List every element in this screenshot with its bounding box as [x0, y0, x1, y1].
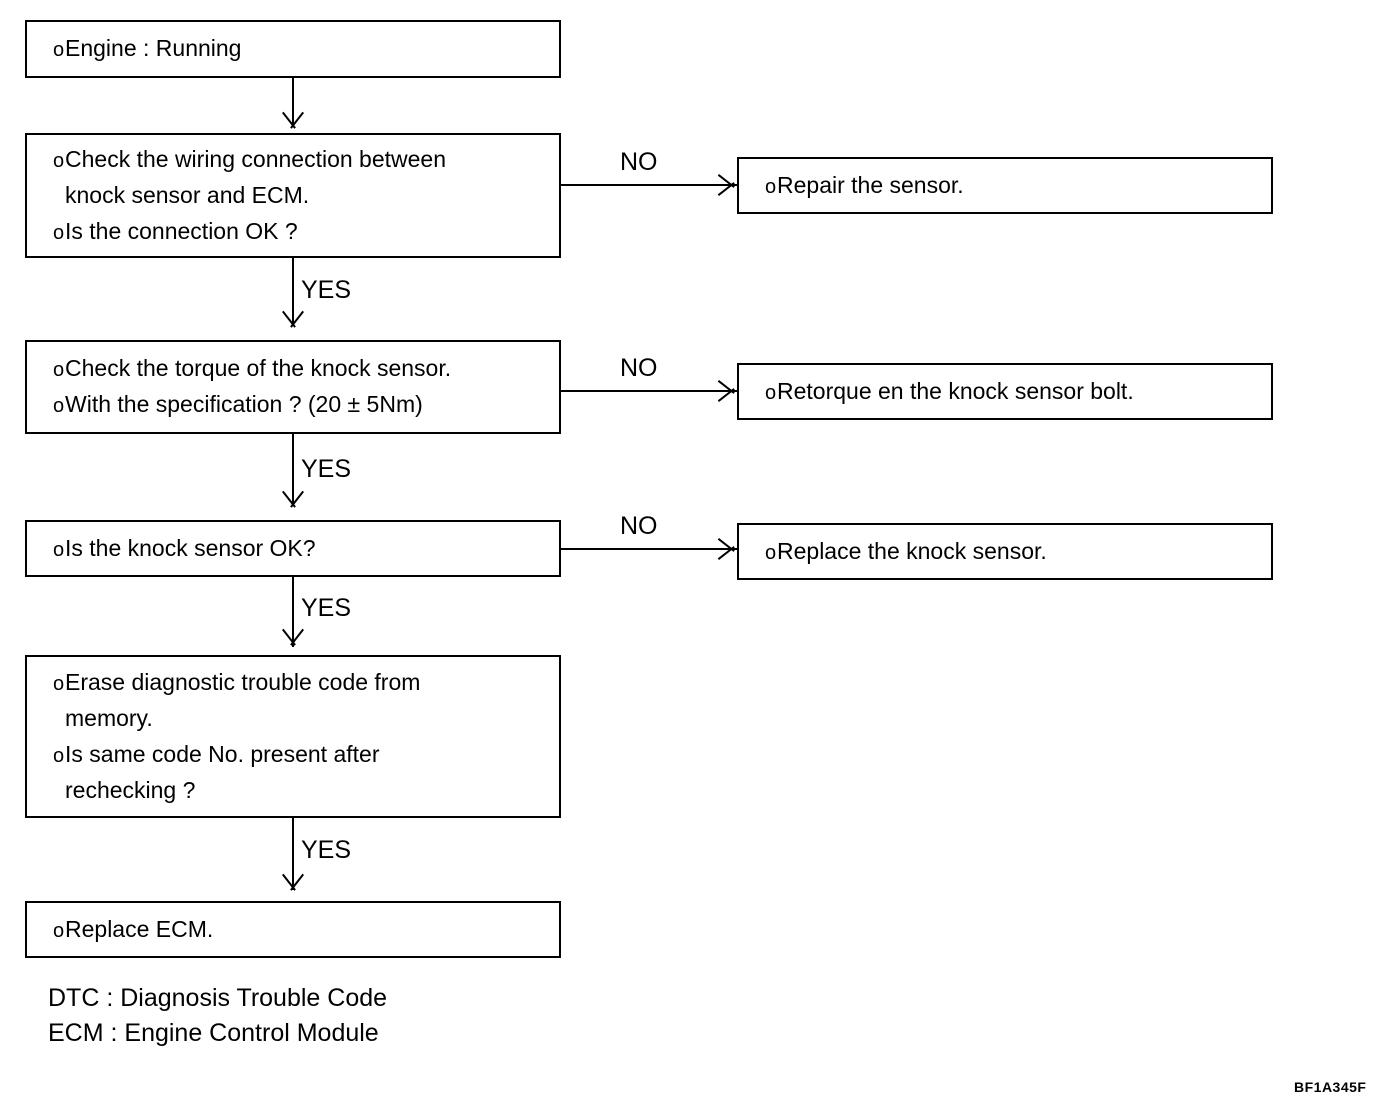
node-line: o Repair the sensor.	[739, 168, 1271, 204]
bullet-spacer: o	[27, 180, 65, 214]
node-text: knock sensor and ECM.	[65, 181, 310, 208]
bullet-icon: o	[53, 744, 65, 767]
arrow-down-icon	[280, 630, 306, 648]
node-text: Is the connection OK ?	[65, 217, 298, 244]
connector-line	[561, 184, 739, 186]
bullet-icon: o	[53, 221, 65, 244]
edge-label-no-1: NO	[620, 148, 658, 176]
bullet-icon: o	[53, 39, 65, 61]
arrow-down-icon	[280, 492, 306, 510]
edge-label-yes-3: YES	[301, 594, 352, 622]
node-line: o With the specification ? (20 ± 5Nm)	[27, 387, 559, 423]
node-check-torque: o Check the torque of the knock sensor. …	[25, 340, 561, 434]
node-line: o Engine : Running	[27, 31, 559, 67]
bullet-icon: o	[53, 672, 65, 695]
legend-line-ecm: ECM : Engine Control Module	[48, 1019, 379, 1047]
node-repair-sensor: o Repair the sensor.	[737, 157, 1273, 214]
arrow-down-icon	[280, 875, 306, 893]
bullet-icon: o	[53, 395, 65, 417]
node-text: Is same code No. present after	[65, 740, 380, 767]
node-replace-ecm: o Replace ECM.	[25, 901, 561, 958]
node-line: o Retorque en the knock sensor bolt.	[739, 374, 1271, 410]
arrow-down-icon	[280, 312, 306, 330]
connector-line	[292, 78, 294, 126]
bullet-icon: o	[765, 381, 777, 404]
node-text: memory.	[65, 704, 153, 731]
arrow-right-icon	[719, 536, 737, 562]
bullet-icon: o	[765, 541, 777, 564]
node-line: o Replace the knock sensor.	[739, 534, 1271, 570]
connector-line	[292, 434, 294, 506]
bullet-icon: o	[765, 175, 777, 198]
node-text: Replace ECM.	[65, 915, 214, 942]
node-line: o Erase diagnostic trouble code from	[27, 665, 559, 701]
bullet-icon: o	[53, 149, 65, 172]
node-text: Repair the sensor.	[777, 171, 964, 198]
bullet-spacer: o	[27, 703, 65, 737]
connector-line	[561, 548, 739, 550]
node-sensor-ok: o Is the knock sensor OK?	[25, 520, 561, 577]
edge-label-yes-1: YES	[301, 276, 352, 304]
node-text: Is the knock sensor OK?	[65, 534, 316, 561]
node-line: o knock sensor and ECM.	[27, 178, 559, 214]
node-text: Replace the knock sensor.	[777, 537, 1047, 564]
edge-label-yes-4: YES	[301, 836, 352, 864]
node-replace-sensor: o Replace the knock sensor.	[737, 523, 1273, 580]
node-text: Check the wiring connection between	[65, 145, 447, 172]
node-line: o Check the torque of the knock sensor.	[27, 351, 559, 387]
node-text: Engine : Running	[65, 35, 242, 61]
node-line: o rechecking ?	[27, 773, 559, 809]
node-line: o memory.	[27, 701, 559, 737]
node-erase-dtc: o Erase diagnostic trouble code from o m…	[25, 655, 561, 818]
connector-line	[292, 818, 294, 890]
connector-line	[561, 390, 739, 392]
figure-code: BF1A345F	[1294, 1079, 1367, 1095]
node-text: Retorque en the knock sensor bolt.	[777, 377, 1134, 404]
bullet-icon: o	[53, 538, 65, 561]
bullet-icon: o	[53, 919, 65, 942]
edge-label-no-2: NO	[620, 354, 658, 382]
edge-label-no-3: NO	[620, 512, 658, 540]
bullet-spacer: o	[27, 775, 65, 809]
connector-line	[292, 258, 294, 326]
node-text: With the specification ? (20 ± 5Nm)	[65, 391, 423, 417]
legend-line-dtc: DTC : Diagnosis Trouble Code	[48, 984, 388, 1012]
node-text: rechecking ?	[65, 776, 196, 803]
node-line: o Is same code No. present after	[27, 737, 559, 773]
node-line: o Replace ECM.	[27, 912, 559, 948]
node-text: Check the torque of the knock sensor.	[65, 355, 452, 381]
arrow-right-icon	[719, 172, 737, 198]
node-text: Erase diagnostic trouble code from	[65, 668, 421, 695]
node-engine-running: o Engine : Running	[25, 20, 561, 78]
node-retorque-bolt: o Retorque en the knock sensor bolt.	[737, 363, 1273, 420]
bullet-icon: o	[53, 359, 65, 381]
node-line: o Is the knock sensor OK?	[27, 531, 559, 567]
connector-line	[292, 577, 294, 647]
edge-label-yes-2: YES	[301, 455, 352, 483]
node-line: o Is the connection OK ?	[27, 214, 559, 250]
arrow-right-icon	[719, 378, 737, 404]
node-check-wiring: o Check the wiring connection between o …	[25, 133, 561, 258]
node-line: o Check the wiring connection between	[27, 142, 559, 178]
arrow-down-icon	[280, 113, 306, 131]
